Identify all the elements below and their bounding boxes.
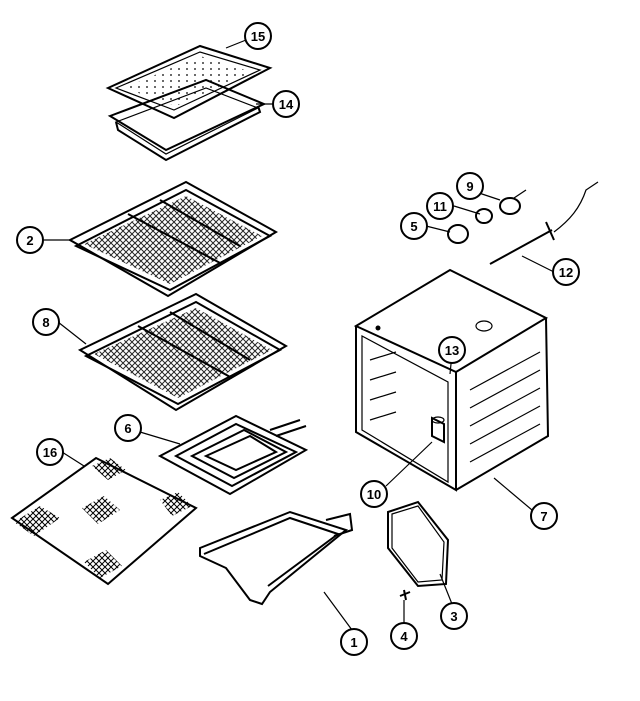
svg-text:16: 16 (43, 445, 57, 460)
callout-4: 4 (390, 622, 418, 650)
svg-text:8: 8 (42, 315, 49, 330)
callout-13: 13 (438, 336, 466, 364)
svg-text:11: 11 (433, 199, 447, 214)
oven-bottom-liner (10, 456, 198, 586)
callout-15: 15 (244, 22, 272, 50)
oven-cavity (353, 268, 550, 492)
callout-8: 8 (32, 308, 60, 336)
callout-6: 6 (114, 414, 142, 442)
svg-text:12: 12 (559, 265, 573, 280)
svg-text:10: 10 (367, 487, 381, 502)
svg-text:9: 9 (466, 179, 473, 194)
callout-3: 3 (440, 602, 468, 630)
svg-text:13: 13 (445, 343, 459, 358)
broil-element (157, 414, 309, 496)
svg-text:4: 4 (400, 629, 408, 644)
callout-5: 5 (400, 212, 428, 240)
callout-2: 2 (16, 226, 44, 254)
svg-text:1: 1 (350, 635, 357, 650)
callout-16: 16 (36, 438, 64, 466)
screw (399, 589, 411, 601)
callout-leaders (44, 39, 555, 631)
callout-10: 10 (360, 480, 388, 508)
callout-14: 14 (272, 90, 300, 118)
svg-text:5: 5 (410, 219, 417, 234)
svg-text:15: 15 (251, 29, 265, 44)
callout-9: 9 (456, 172, 484, 200)
svg-text:3: 3 (450, 609, 457, 624)
temperature-sensor (489, 181, 599, 265)
callout-12: 12 (552, 258, 580, 286)
light-assembly (447, 189, 527, 244)
oven-rack-lower (77, 292, 288, 412)
bake-element (199, 510, 354, 606)
svg-text:7: 7 (540, 509, 547, 524)
cavity-cover-plate (387, 500, 450, 588)
callout-1: 1 (340, 628, 368, 656)
svg-text:6: 6 (124, 421, 131, 436)
svg-text:2: 2 (26, 233, 33, 248)
oven-rack-upper (67, 180, 279, 298)
callout-7: 7 (530, 502, 558, 530)
callout-11: 11 (426, 192, 454, 220)
svg-text:14: 14 (279, 97, 294, 112)
